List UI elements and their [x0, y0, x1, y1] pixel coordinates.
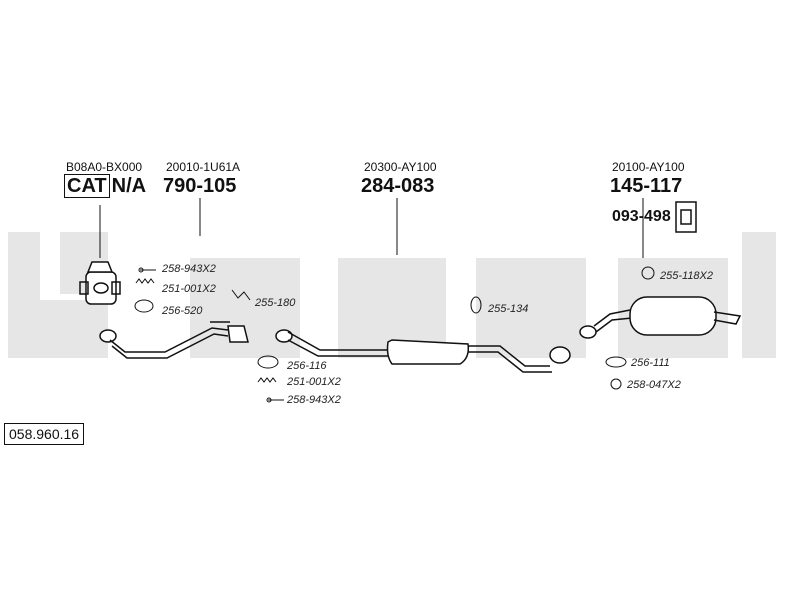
part-label: 255-118X2 — [660, 270, 714, 282]
cat-oe-number: B08A0-BX000 — [66, 160, 143, 174]
middle-oe-number: 20300-AY100 — [364, 160, 437, 174]
cat-part: N/A — [111, 175, 147, 197]
front-pipe — [99, 321, 249, 359]
middle-pipe-and-silencer — [275, 329, 571, 373]
middle-part-number: 284-083 — [361, 175, 435, 197]
part-label: 255-134 — [488, 303, 529, 315]
part-label: 251-001X2 — [162, 283, 216, 295]
cat-label: CAT — [64, 174, 110, 198]
rear-part-number: 145-117 — [610, 175, 683, 197]
part-label: 251-001X2 — [287, 376, 341, 388]
reference-number: 058.960.16 — [4, 423, 85, 445]
hardware-icons — [134, 266, 655, 403]
part-label: 258-943X2 — [162, 263, 216, 275]
front-pipe-part-number: 790-105 — [163, 175, 237, 197]
front-pipe-oe-number: 20010-1U61A — [166, 160, 241, 174]
catalytic-converter — [79, 261, 121, 305]
part-label: 256-520 — [162, 305, 203, 317]
rear-silencer — [579, 201, 742, 339]
leader-lines — [99, 198, 644, 258]
part-label: 255-180 — [255, 297, 296, 309]
rear-hanger-part-number: 093-498 — [612, 208, 671, 225]
part-label: 256-111 — [631, 357, 670, 369]
rear-oe-number: 20100-AY100 — [612, 160, 685, 174]
part-label: 258-943X2 — [287, 394, 341, 406]
watermark-logo — [8, 232, 776, 358]
part-label: 258-047X2 — [627, 379, 681, 391]
part-label: 256-116 — [287, 360, 327, 372]
